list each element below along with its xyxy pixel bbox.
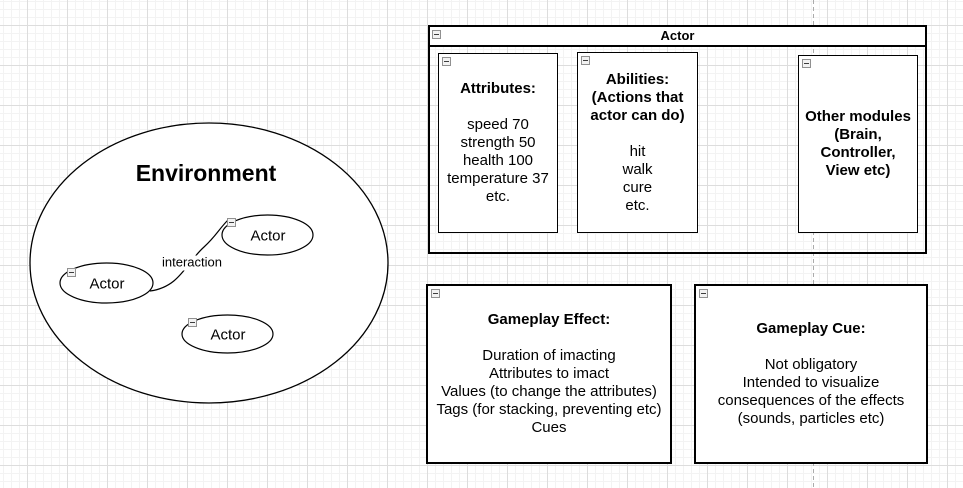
- gameplay-effect-box[interactable]: Gameplay Effect: Duration of imacting At…: [426, 284, 672, 464]
- abilities-body: hit walk cure etc.: [622, 142, 653, 214]
- actor-container-title: Actor: [660, 28, 695, 43]
- collapse-icon[interactable]: [431, 289, 440, 298]
- gameplay-effect-body: Duration of imacting Attributes to imact…: [436, 347, 662, 436]
- collapse-icon[interactable]: [432, 30, 441, 39]
- other-modules-box[interactable]: Other modules (Brain, Controller, View e…: [798, 55, 918, 233]
- actor-left-label[interactable]: Actor: [89, 275, 125, 293]
- collapse-icon[interactable]: [581, 56, 590, 65]
- actor-container-titlebar[interactable]: Actor: [430, 27, 925, 47]
- attributes-box[interactable]: Attributes: speed 70 strength 50 health …: [438, 53, 558, 233]
- attributes-body: speed 70 strength 50 health 100 temperat…: [447, 116, 549, 205]
- collapse-icon[interactable]: [67, 268, 76, 277]
- collapse-icon[interactable]: [227, 218, 236, 227]
- gameplay-cue-heading: Gameplay Cue:: [756, 320, 866, 337]
- collapse-icon[interactable]: [802, 59, 811, 68]
- collapse-icon[interactable]: [442, 57, 451, 66]
- attributes-heading: Attributes:: [460, 80, 536, 97]
- actor-bottom-label[interactable]: Actor: [210, 326, 246, 344]
- interaction-edge[interactable]: [149, 219, 229, 292]
- collapse-icon[interactable]: [699, 289, 708, 298]
- interaction-edge-label[interactable]: interaction: [161, 254, 223, 271]
- actor-ellipse-left[interactable]: [59, 262, 154, 304]
- other-modules-heading: Other modules (Brain, Controller, View e…: [805, 108, 911, 179]
- environment-label[interactable]: Environment: [135, 159, 277, 186]
- abilities-heading: Abilities: (Actions that actor can do): [590, 70, 685, 124]
- gameplay-cue-body: Not obligatory Intended to visualize con…: [717, 356, 905, 427]
- actor-ellipse-bottom[interactable]: [181, 314, 274, 354]
- gameplay-effect-heading: Gameplay Effect:: [487, 311, 611, 328]
- actor-container[interactable]: Actor: [428, 25, 927, 254]
- abilities-box[interactable]: Abilities: (Actions that actor can do) h…: [577, 52, 698, 233]
- actor-top-label[interactable]: Actor: [250, 227, 286, 245]
- collapse-icon[interactable]: [188, 318, 197, 327]
- actor-ellipse-top[interactable]: [221, 214, 314, 256]
- gameplay-cue-box[interactable]: Gameplay Cue: Not obligatory Intended to…: [694, 284, 928, 464]
